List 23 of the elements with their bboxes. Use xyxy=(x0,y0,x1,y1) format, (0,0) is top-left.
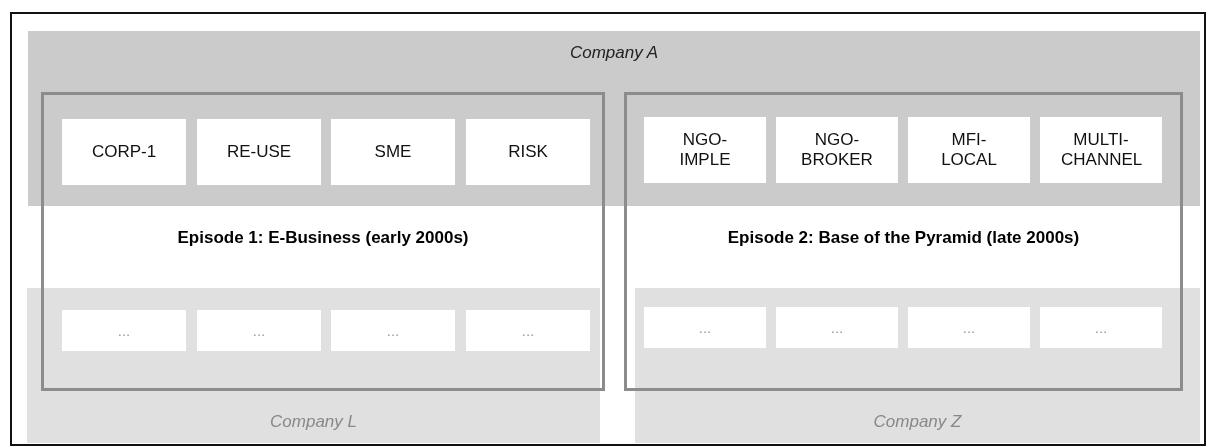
category-box: RE-USE xyxy=(197,119,321,185)
placeholder-box: ... xyxy=(776,307,898,348)
placeholder-box: ... xyxy=(331,310,455,351)
band-label: Company A xyxy=(569,43,659,63)
episode-title: Episode 2: Base of the Pyramid (late 2000s) xyxy=(726,228,1081,248)
category-box: CORP-1 xyxy=(62,119,186,185)
episode-frame xyxy=(41,92,605,391)
category-box: MULTI-CHANNEL xyxy=(1040,117,1162,183)
placeholder-box: ... xyxy=(1040,307,1162,348)
category-box: NGO-IMPLE xyxy=(644,117,766,183)
episode-frame xyxy=(624,92,1183,391)
band-label: Company L xyxy=(270,412,357,432)
placeholder-box: ... xyxy=(197,310,321,351)
placeholder-box: ... xyxy=(644,307,766,348)
category-box: SME xyxy=(331,119,455,185)
category-box: NGO-BROKER xyxy=(776,117,898,183)
placeholder-box: ... xyxy=(908,307,1030,348)
category-box: MFI-LOCAL xyxy=(908,117,1030,183)
placeholder-box: ... xyxy=(466,310,590,351)
episode-title: Episode 1: E-Business (early 2000s) xyxy=(176,228,470,248)
band-label: Company Z xyxy=(873,412,962,432)
category-box: RISK xyxy=(466,119,590,185)
placeholder-box: ... xyxy=(62,310,186,351)
